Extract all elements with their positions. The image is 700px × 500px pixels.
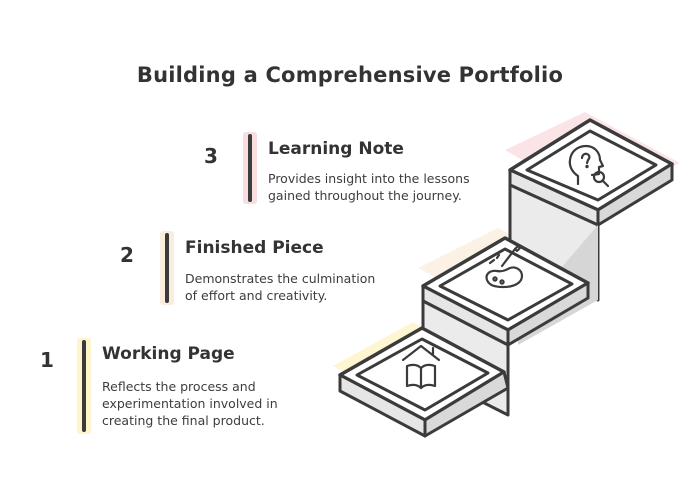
step-divider-bar [165,233,169,303]
step-divider-bar [248,134,252,202]
step-description: Demonstrates the culmination of effort a… [185,270,375,304]
step-description: Reflects the process and experimentation… [102,378,278,429]
step-description: Provides insight into the lessons gained… [268,170,470,204]
description-line: Demonstrates the culmination [185,271,376,286]
step-heading: Working Page [102,344,235,364]
paint-palette-icon [485,244,524,289]
step-heading: Finished Piece [185,238,324,258]
diagram-title: Building a Comprehensive Portfolio [136,63,564,87]
step-2-side [506,281,590,347]
step-1-side [423,370,510,438]
step-number: 2 [120,243,134,267]
step-1-inner-frame [355,337,490,412]
description-line: gained throughout the journey. [268,188,462,203]
description-line: creating the final product. [102,413,265,428]
description-line: Reflects the process and [102,379,256,394]
step-heading: Learning Note [268,139,404,159]
step-number: 3 [204,144,218,168]
book-house-icon [401,344,441,390]
step-number: 1 [40,348,54,372]
step-divider-bar [82,340,86,432]
head-search-icon [568,144,610,188]
step-3-side [596,162,674,227]
step-3-inner-frame [525,129,658,202]
description-line: experimentation involved in [102,396,278,411]
description-line: Provides insight into the lessons [268,171,470,186]
step-2-inner-frame [438,247,574,322]
description-line: of effort and creativity. [185,288,328,303]
